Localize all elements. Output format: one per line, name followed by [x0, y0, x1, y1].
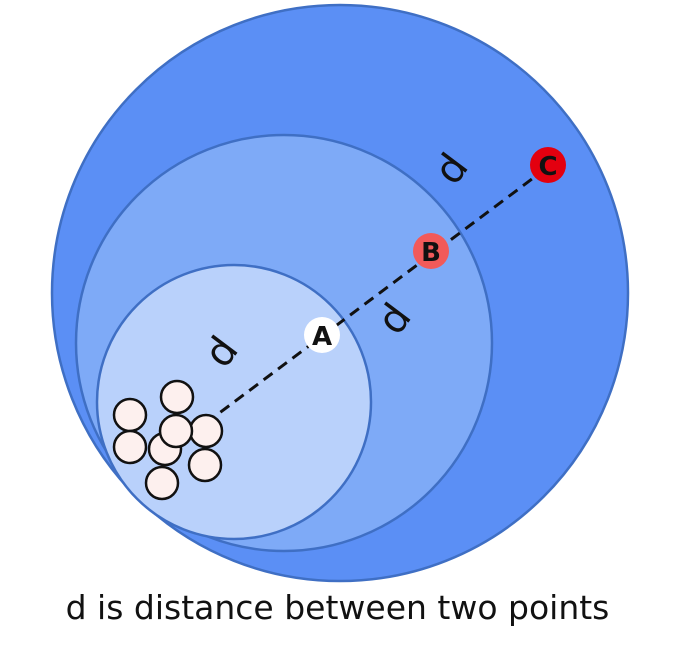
cluster-circle: [159, 379, 195, 415]
point-c-label: C: [538, 152, 557, 182]
cluster-circle: [188, 413, 224, 449]
point-cluster: [112, 379, 224, 501]
point-c-marker: [530, 147, 566, 183]
point-a-marker: [304, 317, 340, 353]
point-c: C: [530, 147, 566, 183]
point-b-label: B: [421, 238, 441, 268]
cluster-circle: [144, 465, 180, 501]
point-a: A: [304, 317, 340, 353]
cluster-circle: [112, 429, 148, 465]
point-b: B: [413, 233, 449, 269]
cluster-circle: [158, 413, 194, 449]
caption: d is distance between two points: [65, 588, 610, 627]
point-a-label: A: [312, 322, 332, 352]
cluster-circle: [187, 447, 223, 483]
point-b-marker: [413, 233, 449, 269]
cluster-circle: [112, 397, 148, 433]
